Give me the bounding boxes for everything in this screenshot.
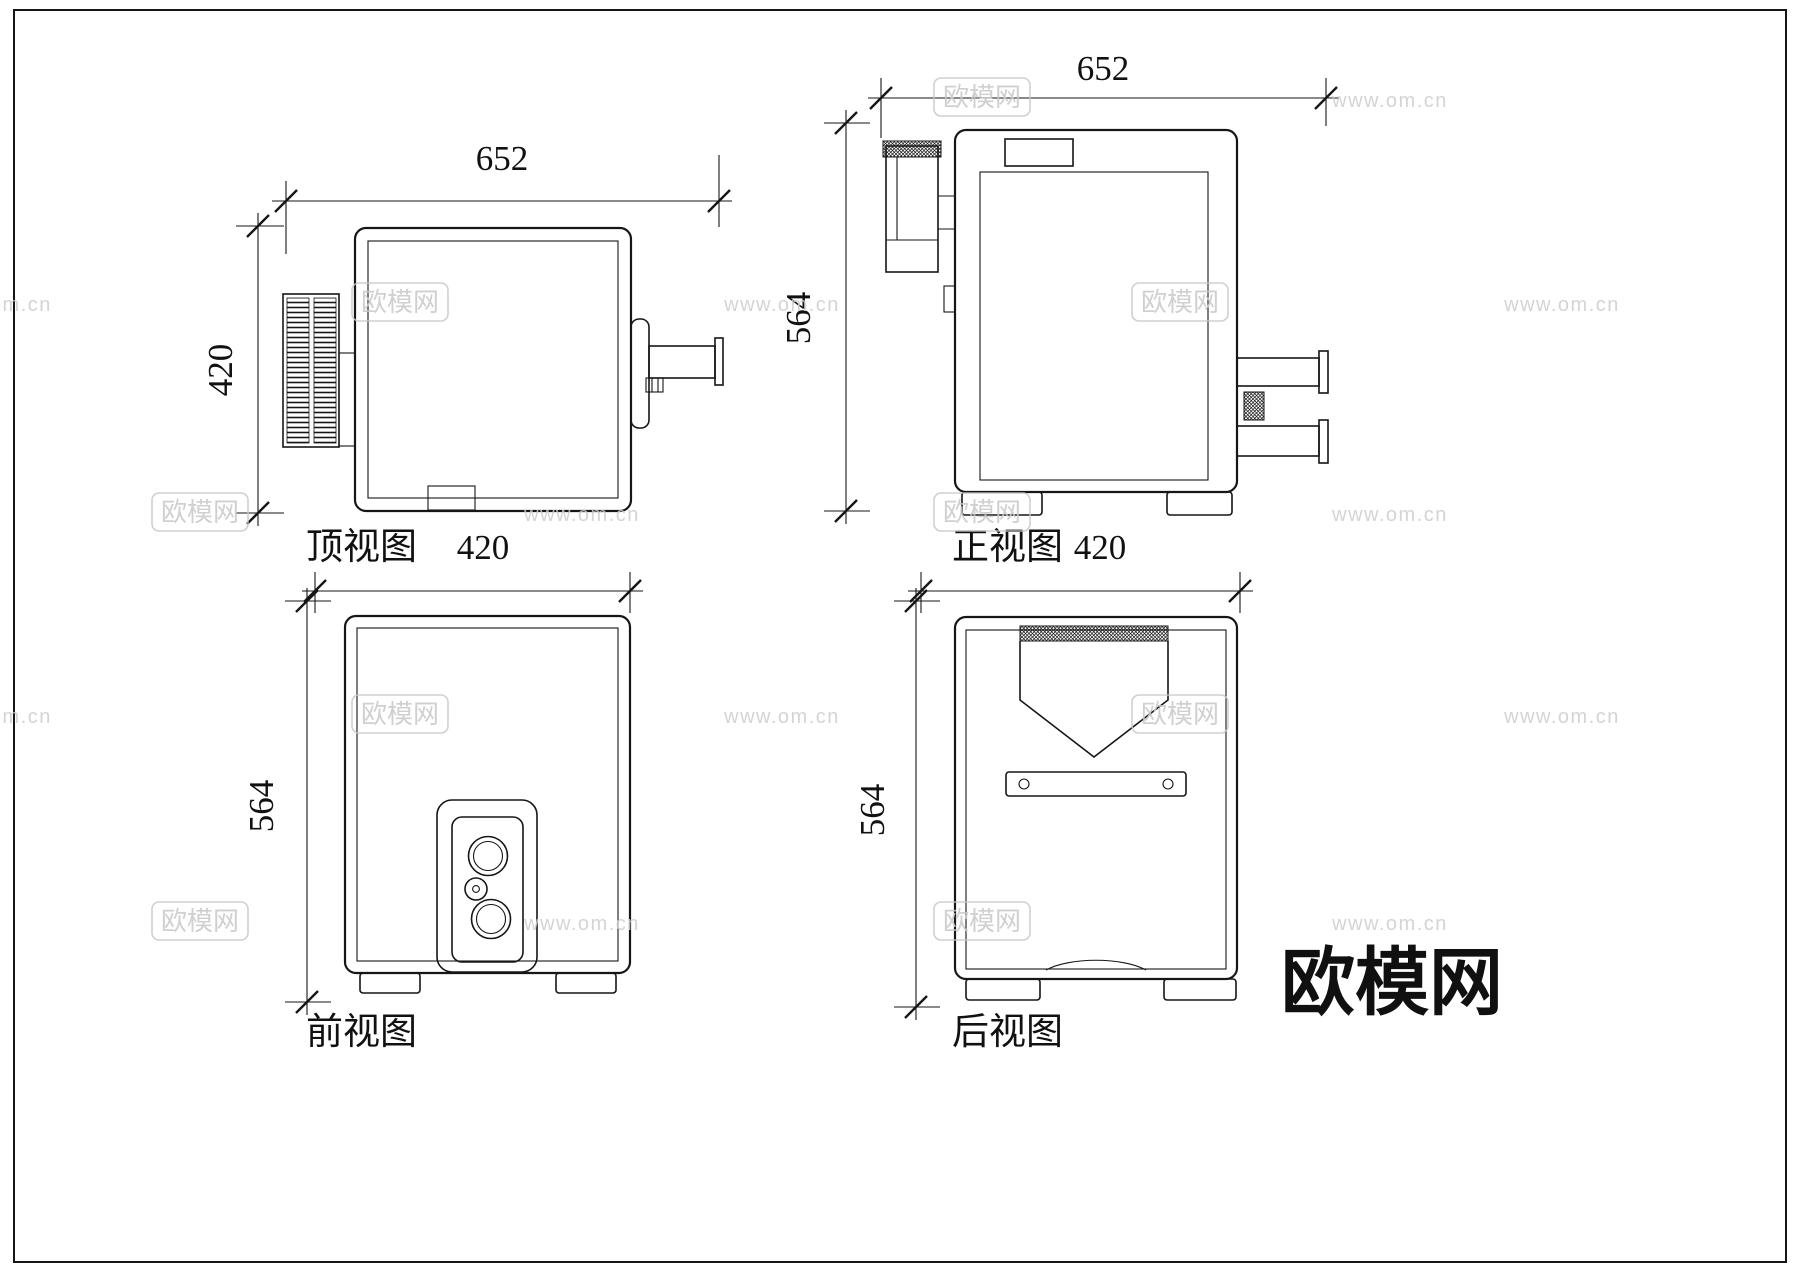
watermark-url: www.om.cn xyxy=(523,913,640,935)
front-view-body-outline xyxy=(343,614,632,975)
border-frame xyxy=(13,9,1787,1263)
watermark-layer: 欧模网 www.om.cn www.om.cn 欧模网 www.om.cn 欧模网 www.… xyxy=(0,77,1620,941)
front-view-foot-left xyxy=(359,972,421,994)
watermark-url: www.om.cn xyxy=(523,504,640,526)
watermark-brand: 欧模网 xyxy=(1131,282,1229,322)
back-view-body-outline xyxy=(953,615,1239,981)
back-view-label: 后视图 xyxy=(952,1012,1063,1053)
front-view-width-dimension: 420 xyxy=(302,528,643,613)
front-view-knob-bottom xyxy=(470,898,512,940)
top-view: 652 420 顶视图 xyxy=(201,139,732,568)
svg-text:欧模网: 欧模网 xyxy=(1141,287,1219,317)
top-view-label: 顶视图 xyxy=(306,527,417,568)
main-view: 652 564 正视图 xyxy=(779,49,1339,568)
front-view-indicator xyxy=(464,877,488,901)
top-view-height-text: 420 xyxy=(201,344,240,397)
main-view-handle xyxy=(1004,138,1074,167)
back-view-bottom-arc xyxy=(1045,959,1147,971)
svg-text:欧模网: 欧模网 xyxy=(361,699,439,729)
main-view-foot-right xyxy=(1166,491,1233,516)
front-view-foot-right xyxy=(555,972,617,994)
front-view-height-text: 564 xyxy=(242,780,281,833)
top-view-grille xyxy=(282,293,356,448)
svg-text:欧模网: 欧模网 xyxy=(161,497,239,527)
back-view-flap xyxy=(1019,641,1169,759)
watermark-url: www.om.cn xyxy=(1331,90,1448,112)
watermark-brand: 欧模网 xyxy=(933,492,1031,532)
svg-text:欧模网: 欧模网 xyxy=(361,287,439,317)
back-view-width-dimension: 420 xyxy=(908,528,1253,613)
brand-logo: 欧模网 xyxy=(1281,941,1503,1024)
back-view-height-text: 564 xyxy=(853,784,892,837)
top-view-body-inner xyxy=(367,240,619,499)
main-view-width-text: 652 xyxy=(1077,49,1130,88)
front-view-width-text: 420 xyxy=(457,528,510,567)
front-view-body-inner xyxy=(356,627,619,962)
watermark-brand: 欧模网 xyxy=(151,901,249,941)
back-view-foot-right xyxy=(1163,978,1237,1001)
main-view-body-inner xyxy=(979,171,1209,481)
back-view: 420 564 后视图 xyxy=(853,528,1253,1053)
main-view-foot-left xyxy=(961,491,1043,516)
watermark-brand: 欧模网 xyxy=(1131,694,1229,734)
watermark-url: www.om.cn xyxy=(1503,706,1620,728)
watermark-brand: 欧模网 xyxy=(933,901,1031,941)
svg-text:欧模网: 欧模网 xyxy=(943,497,1021,527)
main-view-side-attachment xyxy=(882,140,956,313)
svg-text:欧模网: 欧模网 xyxy=(943,906,1021,936)
top-view-body-outline xyxy=(353,226,633,513)
svg-text:欧模网: 欧模网 xyxy=(943,82,1021,112)
svg-text:欧模网: 欧模网 xyxy=(161,906,239,936)
watermark-url: www.om.cn xyxy=(0,706,52,728)
back-view-vent-strip xyxy=(1019,625,1169,642)
watermark-url: www.om.cn xyxy=(1503,294,1620,316)
watermark-url: www.om.cn xyxy=(1331,913,1448,935)
main-view-height-dimension: 564 xyxy=(779,110,870,524)
top-view-bottom-notch xyxy=(427,485,476,511)
main-view-label: 正视图 xyxy=(952,527,1063,568)
watermark-url: www.om.cn xyxy=(723,706,840,728)
top-view-height-dimension: 420 xyxy=(201,213,284,526)
top-view-nozzle xyxy=(630,318,724,429)
watermark-url: www.om.cn xyxy=(1331,504,1448,526)
watermark-url: www.om.cn xyxy=(0,294,52,316)
main-view-height-text: 564 xyxy=(779,292,818,345)
svg-text:欧模网: 欧模网 xyxy=(1141,699,1219,729)
front-view-knob-top xyxy=(467,835,509,877)
watermark-brand: 欧模网 xyxy=(351,282,449,322)
back-view-mount-bar xyxy=(1005,771,1187,797)
watermark-url: www.om.cn xyxy=(723,294,840,316)
main-view-pipes xyxy=(1236,350,1329,464)
front-view-control-panel xyxy=(436,799,538,973)
watermark-brand: 欧模网 xyxy=(151,492,249,532)
main-view-width-dimension: 652 xyxy=(868,49,1339,138)
watermark-brand: 欧模网 xyxy=(933,77,1031,117)
front-view-height-dimension: 564 xyxy=(242,588,331,1015)
back-view-height-dimension: 564 xyxy=(853,588,940,1020)
top-view-width-dimension: 652 xyxy=(272,139,732,254)
front-view-label: 前视图 xyxy=(306,1011,417,1053)
top-view-width-text: 652 xyxy=(476,139,529,178)
back-view-foot-left xyxy=(965,978,1041,1001)
watermark-brand: 欧模网 xyxy=(351,694,449,734)
front-view: 420 564 前视图 xyxy=(242,528,643,1053)
back-view-width-text: 420 xyxy=(1074,528,1127,567)
